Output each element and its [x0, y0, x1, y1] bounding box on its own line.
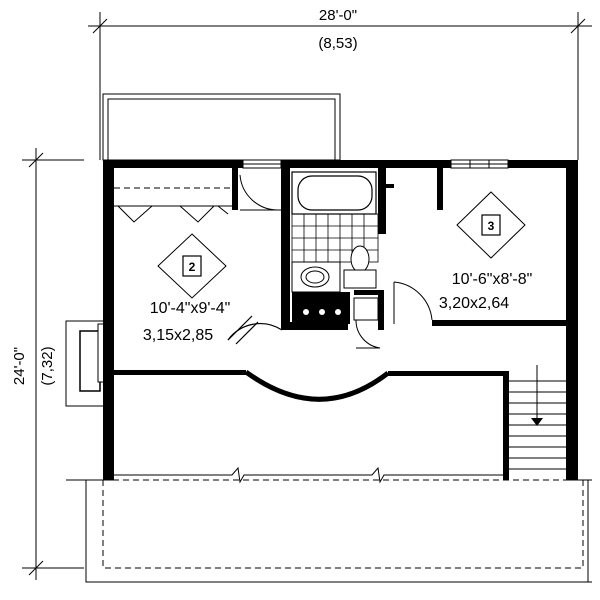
top-dimension [88, 12, 592, 160]
room-tag-2-label: 2 [189, 260, 196, 274]
closet-left [114, 187, 232, 223]
window-top-left [242, 159, 282, 169]
floor-break-line [114, 466, 503, 484]
roof-projection-top [102, 93, 341, 161]
room-tag-3: 3 [456, 191, 526, 259]
left-dimension-metric: (7,32) [39, 346, 56, 385]
closet-door [239, 174, 281, 211]
stair-direction-arrow [531, 418, 543, 426]
room-tag-2: 2 [157, 233, 227, 299]
staircase [509, 365, 566, 470]
curved-hall-wall [244, 369, 390, 402]
window-top-right [450, 159, 509, 169]
toilet [343, 245, 377, 289]
chimney [65, 320, 107, 407]
room-3-size-metric: 3,20x2,64 [439, 295, 509, 312]
sink-vanity [291, 261, 341, 293]
left-dimension-imperial: 24'-0" [11, 347, 28, 385]
interior-walls [114, 160, 566, 480]
room-2-size-metric: 3,15x2,85 [143, 327, 213, 344]
door-right-bedroom [393, 281, 433, 324]
room-3-size-imperial: 10'-6"x8'-8" [452, 271, 533, 288]
small-closet [353, 297, 381, 349]
room-tag-3-label: 3 [488, 219, 495, 233]
bathtub [291, 171, 377, 215]
roof-overhang-bottom [66, 479, 592, 583]
door-left-bedroom [227, 315, 283, 345]
left-dimension [22, 148, 84, 580]
linen-cabinet [292, 292, 350, 324]
room-2-size-imperial: 10'-4"x9'-4" [150, 300, 231, 317]
exterior-walls [103, 160, 578, 480]
top-dimension-metric: (8,53) [318, 35, 357, 52]
top-dimension-imperial: 28'-0" [319, 7, 357, 24]
